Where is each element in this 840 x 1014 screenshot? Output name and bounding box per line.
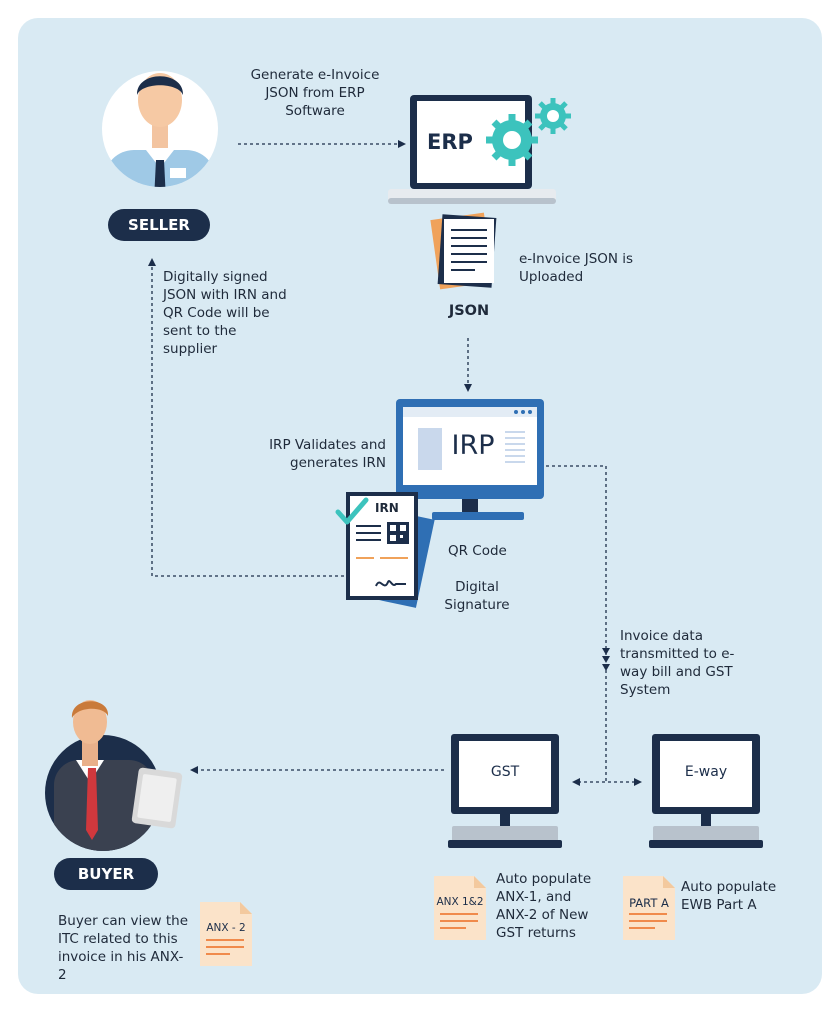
irp-screen-label: IRP <box>451 430 495 461</box>
part-a-doc-label: PART A <box>629 896 669 910</box>
invoice-transmitted-label: Invoice data transmitted to e-way bill a… <box>620 628 735 698</box>
anx12-document <box>434 876 486 940</box>
flow-connectors <box>151 143 636 783</box>
gst-screen-label: GST <box>490 764 520 780</box>
irn-label: IRN <box>375 501 399 515</box>
erp-laptop <box>388 95 571 204</box>
seller-badge: SELLER <box>108 209 210 241</box>
generate-json-label: Generate e-Invoice JSON from ERP Softwar… <box>250 67 380 119</box>
seller-avatar <box>102 71 218 187</box>
eway-screen-label: E-way <box>684 764 728 780</box>
anx2-document <box>200 902 252 966</box>
digitally-signed-label: Digitally signed JSON with IRN and QR Co… <box>163 269 287 357</box>
json-document-icon <box>430 212 497 290</box>
buyer-badge: BUYER <box>54 858 158 890</box>
buyer-avatar <box>45 700 183 851</box>
irp-validates-label: IRP Validates and generates IRN <box>269 437 386 471</box>
gst-computer <box>448 734 562 848</box>
buyer-view-label: Buyer can view the ITC related to this i… <box>58 913 189 983</box>
erp-screen-label: ERP <box>427 130 473 154</box>
irp-monitor <box>396 399 544 520</box>
digital-signature-label: Digital Signature <box>444 579 510 613</box>
qr-code-label: QR Code <box>448 543 507 559</box>
auto-ewb-label: Auto populate EWB Part A <box>681 879 777 913</box>
flow-arrowheads <box>148 140 642 786</box>
anx12-doc-label: ANX 1&2 <box>436 896 484 908</box>
json-label: JSON <box>448 303 490 319</box>
json-uploaded-label: e-Invoice JSON is Uploaded <box>519 251 634 285</box>
irn-certificate <box>335 492 435 608</box>
part-a-document <box>623 876 675 940</box>
eway-computer <box>649 734 763 848</box>
anx2-doc-label: ANX - 2 <box>206 922 246 934</box>
auto-anx-label: Auto populate ANX-1, and ANX-2 of New GS… <box>496 871 592 941</box>
